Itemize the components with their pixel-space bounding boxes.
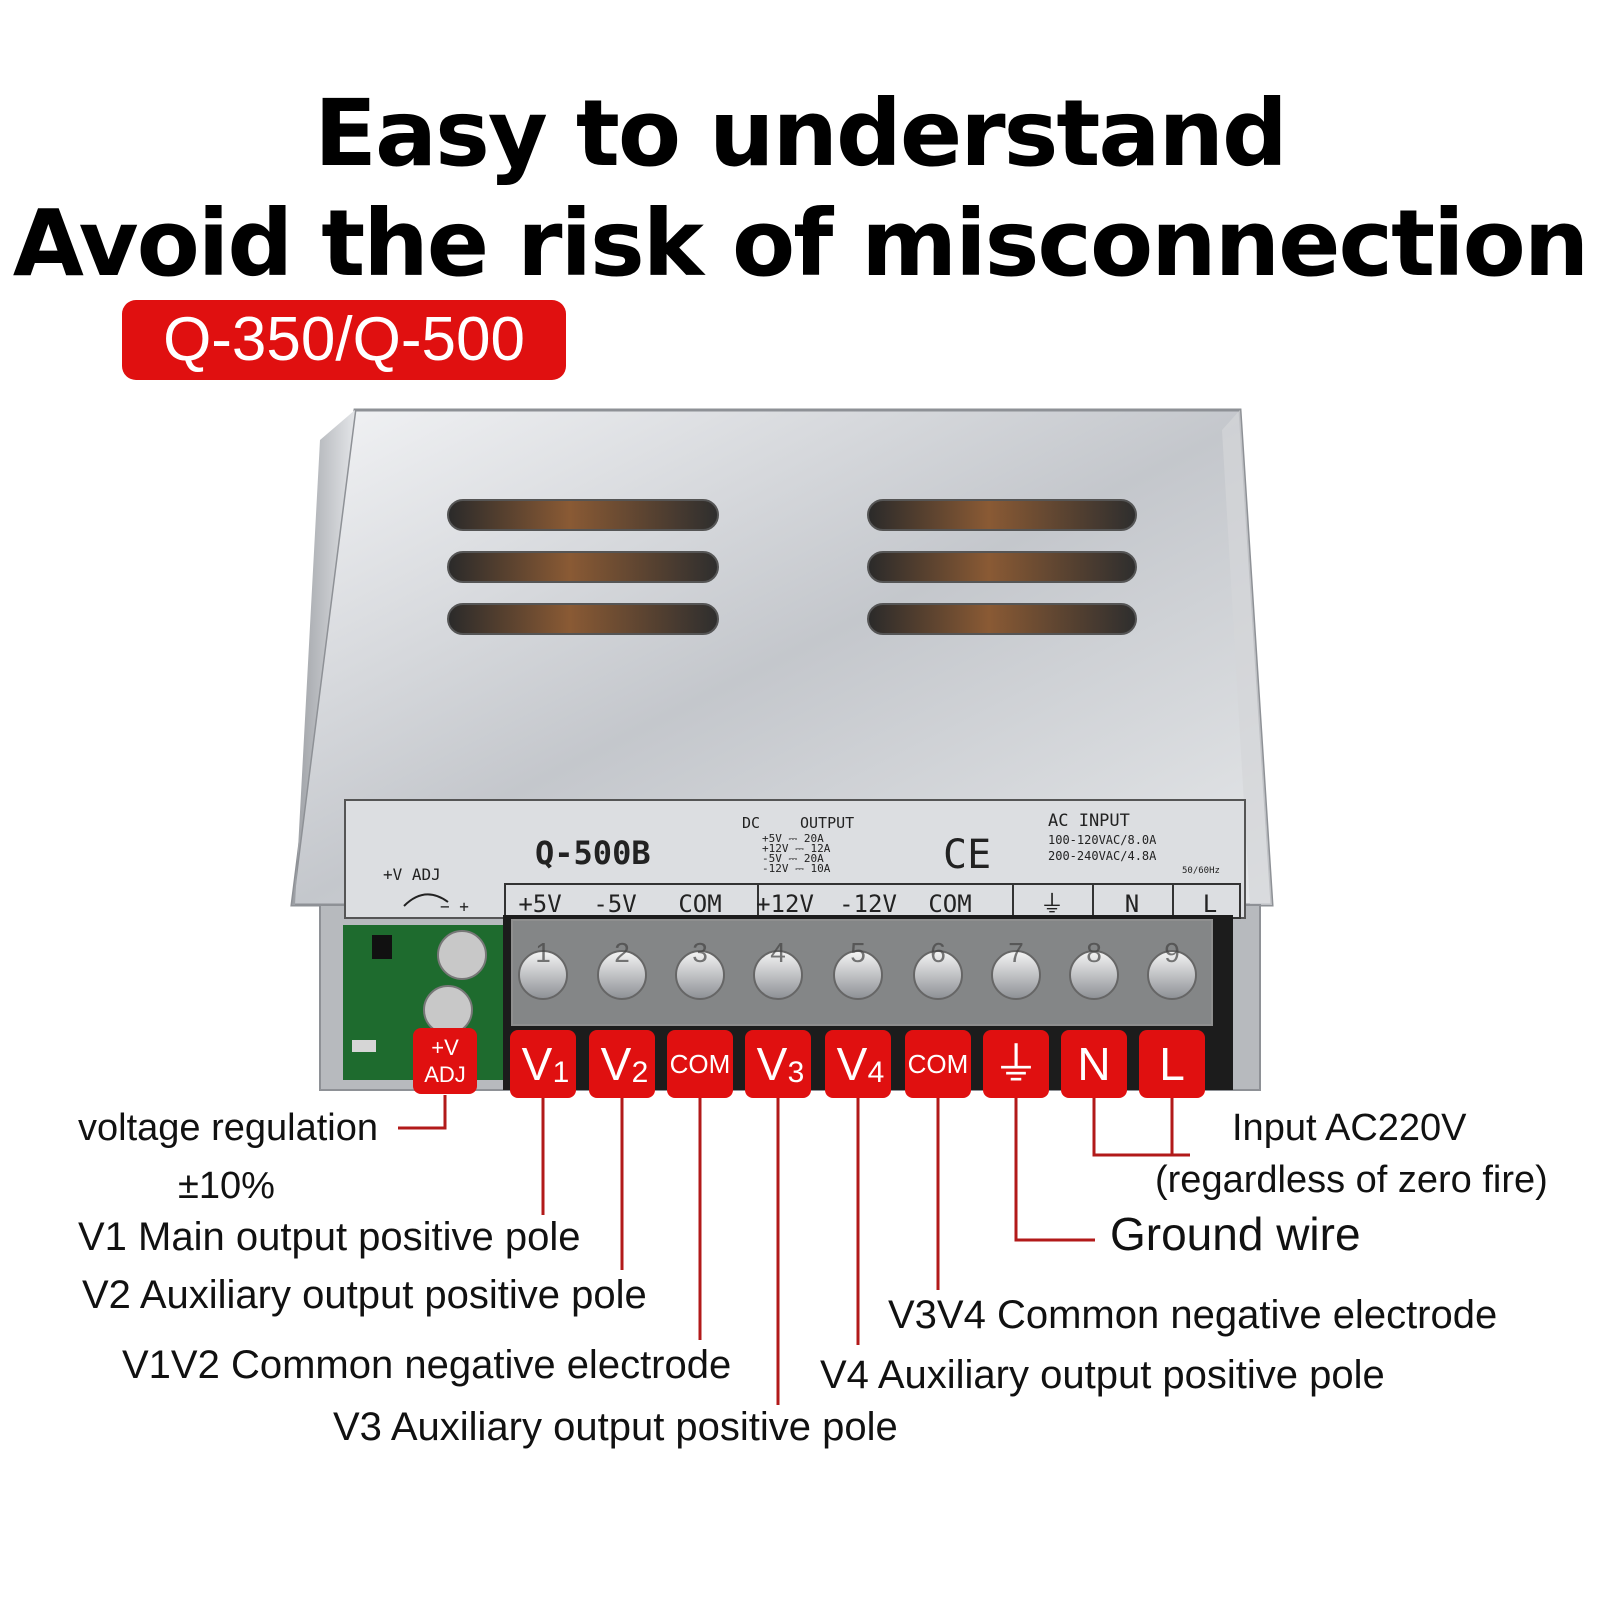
title-line-1: Easy to understand [314, 80, 1288, 187]
tag-8-label: N [1077, 1038, 1110, 1090]
tag-7-label: ⏚ [993, 1038, 1039, 1090]
terminal-screw[interactable] [1147, 950, 1197, 1000]
terminal-screw[interactable] [675, 950, 725, 1000]
output-row-2: +12V ⎓ 12A [762, 842, 831, 855]
dc-label: DC [742, 814, 760, 832]
device-model-label: Q-500B [535, 834, 651, 872]
callout-v1v2-common: V1V2 Common negative electrode [122, 1343, 731, 1387]
ac-row-3: 50/60Hz [1182, 866, 1220, 876]
pcb-component [352, 1040, 376, 1052]
tag-2-label: V [601, 1038, 632, 1090]
tag-1-subscript: 1 [553, 1056, 570, 1089]
terminal-number-7: 7 [1008, 937, 1024, 968]
tag-2 [589, 1030, 655, 1098]
capacitor [423, 985, 473, 1035]
callout-voltage-regulation: voltage regulation [78, 1107, 378, 1149]
callout-ground: Ground wire [1110, 1208, 1361, 1260]
callout-input-note: (regardless of zero fire) [1155, 1159, 1548, 1201]
output-label: OUTPUT [800, 814, 854, 832]
tag-adj [413, 1028, 477, 1094]
tag-1 [510, 1030, 576, 1098]
silk-label-4: +12V [756, 890, 814, 918]
ac-input-label: AC INPUT [1048, 811, 1130, 831]
pcb-component [372, 935, 392, 959]
callout-v1: V1 Main output positive pole [78, 1215, 581, 1259]
terminal-screw[interactable] [1069, 950, 1119, 1000]
silk-label-1: +5V [518, 890, 561, 918]
terminal-number-4: 4 [770, 937, 786, 968]
tag-6 [905, 1030, 971, 1098]
tag-4-subscript: 3 [788, 1056, 805, 1089]
title-line-2: Avoid the risk of misconnection [12, 190, 1590, 297]
terminal-screw[interactable] [833, 950, 883, 1000]
tag-4 [745, 1030, 811, 1098]
terminal-number-1: 1 [535, 937, 551, 968]
callout-v3: V3 Auxiliary output positive pole [333, 1405, 898, 1449]
callout-voltage-range: ±10% [178, 1165, 275, 1207]
terminal-screw[interactable] [518, 950, 568, 1000]
callout-v3v4-common: V3V4 Common negative electrode [888, 1293, 1497, 1337]
adj-rotate-icon [403, 893, 449, 907]
output-row-3: -5V ⎓ 20A [762, 852, 824, 865]
tag-5-label: V [837, 1038, 868, 1090]
tag-1-label: V [522, 1038, 553, 1090]
tag-9 [1139, 1030, 1205, 1098]
adj-potentiometer [437, 930, 487, 980]
terminal-screws: 1 2 3 4 5 6 7 8 9 [518, 937, 1197, 1000]
ac-row-2: 200-240VAC/4.8A [1048, 849, 1157, 863]
terminal-screw[interactable] [597, 950, 647, 1000]
terminal-number-3: 3 [692, 937, 708, 968]
leader-adj [398, 1095, 447, 1130]
tag-2-subscript: 2 [632, 1056, 649, 1089]
terminal-screw[interactable] [753, 950, 803, 1000]
vent-slots [447, 499, 1137, 635]
tag-4-label: V [757, 1038, 788, 1090]
tag-5-subscript: 4 [868, 1056, 885, 1089]
terminal-screw[interactable] [913, 950, 963, 1000]
terminal-number-8: 8 [1086, 937, 1102, 968]
silk-label-5: -12V [839, 890, 897, 918]
terminal-number-9: 9 [1164, 937, 1180, 968]
terminal-screw[interactable] [991, 950, 1041, 1000]
tag-6-label: COM [908, 1049, 969, 1079]
tag-3 [667, 1030, 733, 1098]
output-row-4: -12V ⎓ 10A [762, 862, 831, 875]
terminal-number-6: 6 [930, 937, 946, 968]
leader-ground [1014, 1095, 1095, 1242]
terminal-number-5: 5 [850, 937, 866, 968]
adj-silk-label: +V ADJ [383, 865, 441, 884]
callout-input-ac: Input AC220V [1232, 1107, 1467, 1149]
tag-7 [983, 1030, 1049, 1098]
silk-label-6: COM [928, 890, 971, 918]
ac-row-1: 100-120VAC/8.0A [1048, 833, 1157, 847]
terminal-number-2: 2 [614, 937, 630, 968]
tag-3-label: COM [670, 1049, 731, 1079]
silk-label-9: L [1203, 890, 1217, 918]
callouts: voltage regulation ±10% V1 Main output p… [78, 1107, 1548, 1449]
tag-adj-line2: ADJ [424, 1062, 466, 1087]
tag-8 [1061, 1030, 1127, 1098]
silk-label-8: N [1125, 890, 1139, 918]
model-badge: Q-350/Q-500 [122, 300, 566, 380]
terminal-silk-labels: +5V -5V COM +12V -12V COM ⏚ N L [518, 890, 1217, 918]
leader-n [1092, 1095, 1172, 1157]
tag-9-label: L [1159, 1038, 1185, 1090]
ce-mark: CE [943, 832, 991, 878]
callout-v2: V2 Auxiliary output positive pole [82, 1273, 647, 1317]
silk-label-2: -5V [593, 890, 636, 918]
silk-label-7: ⏚ [1040, 890, 1064, 918]
callout-v4: V4 Auxiliary output positive pole [820, 1353, 1385, 1397]
output-row-1: +5V ⎓ 20A [762, 832, 824, 845]
tag-adj-line1: +V [431, 1035, 459, 1060]
leader-l [1170, 1095, 1190, 1157]
tag-5 [825, 1030, 891, 1098]
spec-label-plate: Q-500B DC OUTPUT +5V ⎓ 20A +12V ⎓ 12A -5… [344, 799, 1246, 919]
leader-lines [398, 1095, 1190, 1405]
silk-label-3: COM [678, 890, 721, 918]
